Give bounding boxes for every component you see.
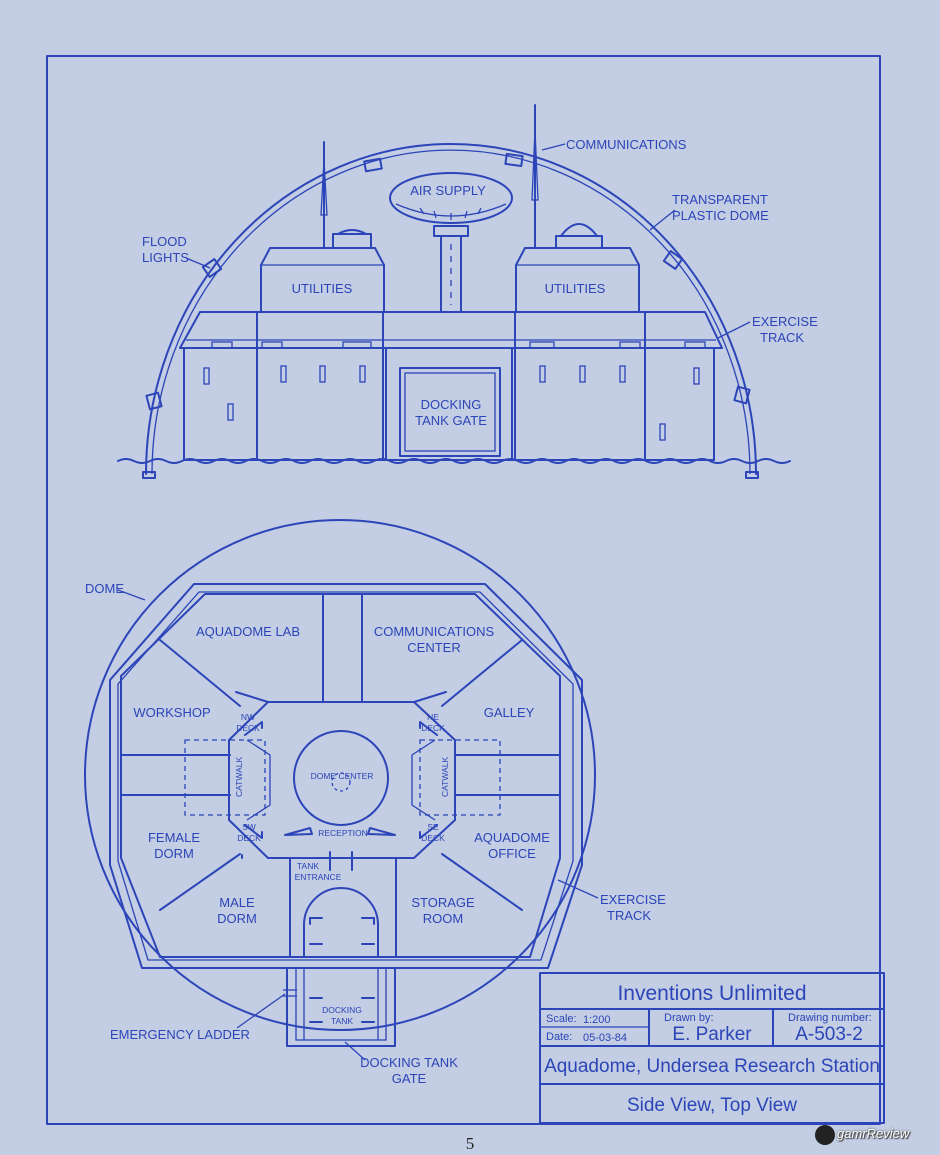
title-date-value: 05-03-84: [583, 1032, 627, 1044]
label-se-deck-2: DECK: [421, 833, 445, 843]
side-view: COMMUNICATIONS AIR SUPPLY TRANSPARENT PL…: [117, 104, 818, 479]
title-drawing-number-value: A-503-2: [795, 1024, 863, 1045]
label-aquadome-lab: AQUADOME LAB: [196, 624, 300, 639]
top-view: DOME AQUADOME LAB COMMUNICATIONS CENTER …: [84, 519, 666, 1086]
label-male-dorm: MALE: [219, 895, 255, 910]
sheet-border: [46, 55, 881, 1125]
label-transparent-dome-2: PLASTIC DOME: [672, 208, 769, 223]
watermark-logo-icon: [815, 1125, 835, 1145]
label-nw-deck-2: DECK: [236, 723, 260, 733]
label-storage-room-2: ROOM: [423, 911, 463, 926]
title-scale-value: 1:200: [583, 1014, 611, 1026]
label-communications: COMMUNICATIONS: [566, 137, 687, 152]
label-galley: GALLEY: [484, 705, 535, 720]
building-windows: [203, 365, 700, 441]
label-female-dorm: FEMALE: [148, 830, 200, 845]
title-block: Inventions Unlimited Scale: 1:200 Date: …: [539, 972, 885, 1124]
label-exercise-track-top: EXERCISE: [600, 892, 666, 907]
air-supply-tank: [389, 172, 513, 224]
label-exercise-track-top-2: TRACK: [607, 908, 651, 923]
title-drawing-number-label: Drawing number:: [788, 1012, 872, 1024]
label-utilities-left: UTILITIES: [292, 281, 353, 296]
label-reception: RECEPTION: [318, 828, 368, 838]
label-dome-center: DOME CENTER: [311, 771, 374, 781]
label-docking-tank-gate: DOCKING TANK: [360, 1055, 458, 1070]
watermark-text: gamrReview: [837, 1126, 910, 1141]
watermark: gamrReview: [815, 1124, 925, 1148]
page-number: 5: [465, 1134, 475, 1153]
label-flood-lights-2: LIGHTS: [142, 250, 189, 265]
label-dome: DOME: [85, 581, 124, 596]
side-view-leaders: [185, 143, 751, 339]
central-hub: [228, 701, 456, 859]
label-catwalk-right: CATWALK: [440, 757, 450, 797]
label-exercise-track: EXERCISE: [752, 314, 818, 329]
label-aquadome-office: AQUADOME: [474, 830, 550, 845]
label-exercise-track-2: TRACK: [760, 330, 804, 345]
label-tank-entrance-2: ENTRANCE: [295, 872, 342, 882]
docking-tank-gate-door: [399, 367, 501, 457]
top-view-leaders: [117, 589, 599, 1061]
label-tank-entrance: TANK: [297, 861, 319, 871]
label-ne-deck: NE: [427, 712, 439, 722]
label-ne-deck-2: DECK: [421, 723, 445, 733]
transparent-dome-outline: [145, 143, 757, 475]
label-storage-room: STORAGE: [411, 895, 475, 910]
dome-center-circle: [293, 730, 389, 826]
docking-tank-rungs: [309, 917, 375, 1023]
label-female-dorm-2: DORM: [154, 846, 194, 861]
title-views: Side View, Top View: [627, 1095, 797, 1116]
label-flood-lights: FLOOD: [142, 234, 187, 249]
title-project: Aquadome, Undersea Research Station: [544, 1056, 880, 1077]
label-catwalk-left: CATWALK: [234, 757, 244, 797]
label-communications-center: COMMUNICATIONS: [374, 624, 495, 639]
label-docking-tank-gate-2: GATE: [392, 1071, 427, 1086]
title-date-label: Date:: [546, 1031, 572, 1043]
label-aquadome-office-2: OFFICE: [488, 846, 536, 861]
label-nw-deck: NW: [241, 712, 255, 722]
label-transparent-dome: TRANSPARENT: [672, 192, 768, 207]
label-sw-deck: SW: [242, 822, 256, 832]
title-drawn-by-label: Drawn by:: [664, 1012, 714, 1024]
label-docking-tank-2: TANK: [331, 1016, 353, 1026]
flood-light-pods: [145, 152, 751, 411]
label-emergency-ladder: EMERGENCY LADDER: [110, 1027, 250, 1042]
label-male-dorm-2: DORM: [217, 911, 257, 926]
label-docking-gate: DOCKING: [421, 397, 482, 412]
station-building: [179, 104, 723, 461]
label-docking-tank: DOCKING: [322, 1005, 362, 1015]
label-docking-gate-2: TANK GATE: [415, 413, 487, 428]
label-utilities-right: UTILITIES: [545, 281, 606, 296]
title-drawn-by-value: E. Parker: [672, 1024, 752, 1045]
label-se-deck: SE: [427, 822, 439, 832]
dome-outline: [84, 519, 596, 1031]
label-communications-center-2: CENTER: [407, 640, 460, 655]
title-company: Inventions Unlimited: [617, 982, 806, 1005]
label-sw-deck-2: DECK: [237, 833, 261, 843]
docking-tank-arch: [303, 887, 379, 958]
exercise-track-outline: [109, 583, 583, 969]
title-scale-label: Scale:: [546, 1013, 577, 1025]
label-workshop: WORKSHOP: [133, 705, 210, 720]
label-air-supply: AIR SUPPLY: [410, 183, 486, 198]
